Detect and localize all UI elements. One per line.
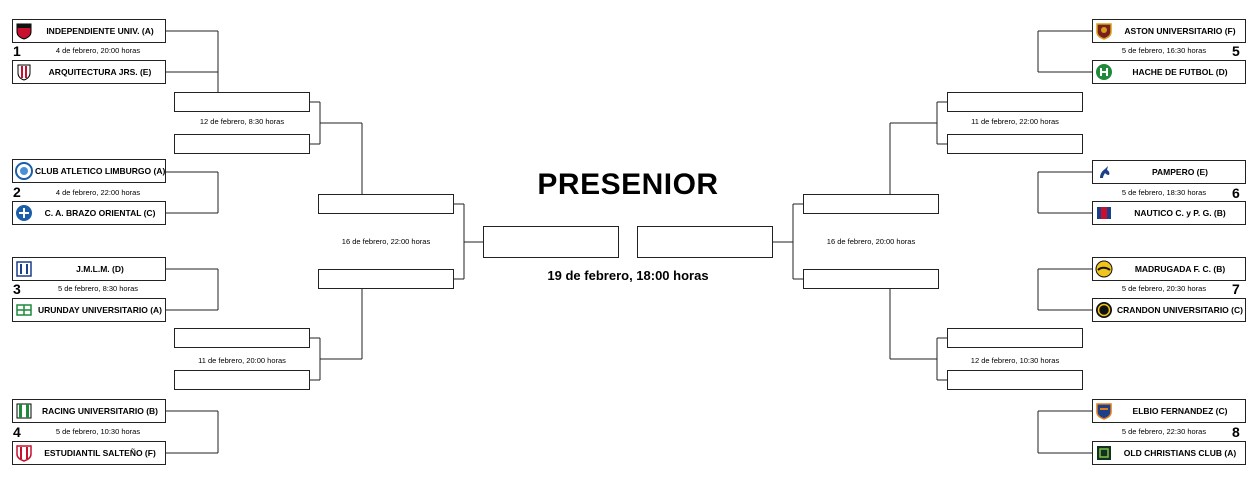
team-slot: NAUTICO C. y P. G. (B): [1092, 201, 1246, 225]
match-date: 11 de febrero, 20:00 horas: [198, 356, 286, 365]
team-name: CLUB ATLETICO LIMBURGO (A): [35, 166, 165, 176]
match-number: 3: [13, 281, 21, 297]
final-slot: [483, 226, 619, 258]
empty-slot: [947, 92, 1083, 112]
team-name: OLD CHRISTIANS CLUB (A): [1123, 448, 1237, 458]
team-name: CRANDON UNIVERSITARIO (C): [1117, 305, 1243, 315]
shield-red-black-icon: [16, 23, 32, 40]
match-number: 6: [1232, 185, 1240, 201]
shield-dark-green-icon: [1097, 446, 1111, 460]
team-slot: MADRUGADA F. C. (B): [1092, 257, 1246, 281]
team-slot: ELBIO FERNANDEZ (C): [1092, 399, 1246, 423]
team-slot: HACHE DE FUTBOL (D): [1092, 60, 1246, 84]
match-date: 5 de febrero, 10:30 horas: [55, 427, 141, 436]
team-name: ASTON UNIVERSITARIO (F): [1124, 26, 1236, 36]
team-slot: CRANDON UNIVERSITARIO (C): [1092, 298, 1246, 322]
team-name: NAUTICO C. y P. G. (B): [1134, 208, 1226, 218]
empty-slot: [318, 194, 454, 214]
match-date: 4 de febrero, 20:00 horas: [55, 46, 141, 55]
team-slot: PAMPERO (E): [1092, 160, 1246, 184]
empty-slot: [174, 370, 310, 390]
match-date: 12 de febrero, 10:30 horas: [970, 356, 1060, 365]
match-date: 12 de febrero, 8:30 horas: [199, 117, 285, 126]
badge-blue-circle-icon: [15, 162, 33, 180]
match-date: 5 de febrero, 8:30 horas: [57, 284, 139, 293]
match-date: 16 de febrero, 20:00 horas: [826, 237, 916, 246]
team-slot: URUNDAY UNIVERSITARIO (A): [12, 298, 166, 322]
team-name: HACHE DE FUTBOL (D): [1132, 67, 1228, 77]
empty-slot: [947, 134, 1083, 154]
shield-red-stripes-icon: [17, 64, 31, 81]
team-name: ELBIO FERNANDEZ (C): [1132, 406, 1228, 416]
empty-slot: [174, 92, 310, 112]
empty-slot: [803, 269, 939, 289]
match-date: 11 de febrero, 22:00 horas: [971, 117, 1059, 126]
shield-blue-orange-icon: [1096, 403, 1112, 420]
empty-slot: [174, 328, 310, 348]
badge-green-h-icon: [1096, 64, 1112, 80]
team-name: ARQUITECTURA JRS. (E): [48, 67, 152, 77]
team-slot: CLUB ATLETICO LIMBURGO (A): [12, 159, 166, 183]
team-name: ESTUDIANTIL SALTEÑO (F): [44, 448, 156, 458]
shield-red-white-icon: [16, 445, 32, 462]
match-date: 5 de febrero, 16:30 horas: [1121, 46, 1207, 55]
empty-slot: [947, 328, 1083, 348]
team-slot: ESTUDIANTIL SALTEÑO (F): [12, 441, 166, 465]
team-slot: ARQUITECTURA JRS. (E): [12, 60, 166, 84]
team-slot: OLD CHRISTIANS CLUB (A): [1092, 441, 1246, 465]
match-date: 5 de febrero, 22:30 horas: [1121, 427, 1207, 436]
shield-green-stripes-icon: [16, 403, 32, 419]
team-slot: C. A. BRAZO ORIENTAL (C): [12, 201, 166, 225]
team-slot: J.M.L.M. (D): [12, 257, 166, 281]
match-date: 5 de febrero, 18:30 horas: [1121, 188, 1207, 197]
team-name: RACING UNIVERSITARIO (B): [41, 406, 158, 416]
match-number: 7: [1232, 281, 1240, 297]
team-name: URUNDAY UNIVERSITARIO (A): [37, 305, 163, 315]
empty-slot: [318, 269, 454, 289]
badge-yellow-black-icon: [1095, 260, 1113, 278]
shield-blue-icon: [16, 205, 32, 221]
final-date: 19 de febrero, 18:00 horas: [547, 268, 709, 283]
team-name: C. A. BRAZO ORIENTAL (C): [44, 208, 156, 218]
match-date: 16 de febrero, 22:00 horas: [341, 237, 431, 246]
match-number: 1: [13, 43, 21, 59]
badge-gold-circle-icon: [1096, 302, 1112, 318]
match-number: 5: [1232, 43, 1240, 59]
flag-blue-red-icon: [1097, 207, 1111, 219]
team-slot: INDEPENDIENTE UNIV. (A): [12, 19, 166, 43]
shield-blue-white-icon: [16, 261, 32, 277]
team-slot: ASTON UNIVERSITARIO (F): [1092, 19, 1246, 43]
bracket-title: PRESENIOR: [537, 168, 719, 201]
team-slot: RACING UNIVERSITARIO (B): [12, 399, 166, 423]
team-name: MADRUGADA F. C. (B): [1134, 264, 1226, 274]
team-name: INDEPENDIENTE UNIV. (A): [46, 26, 154, 36]
team-name: J.M.L.M. (D): [76, 264, 124, 274]
final-slot: [637, 226, 773, 258]
shield-maroon-gold-icon: [1096, 23, 1112, 40]
horse-blue-icon: [1100, 166, 1110, 178]
match-number: 4: [13, 424, 21, 440]
team-name: PAMPERO (E): [1151, 167, 1209, 177]
match-number: 2: [13, 184, 21, 200]
match-date: 5 de febrero, 20:30 horas: [1121, 284, 1207, 293]
empty-slot: [947, 370, 1083, 390]
badge-green-icon: [16, 304, 32, 316]
empty-slot: [174, 134, 310, 154]
empty-slot: [803, 194, 939, 214]
match-number: 8: [1232, 424, 1240, 440]
match-date: 4 de febrero, 22:00 horas: [55, 188, 141, 197]
